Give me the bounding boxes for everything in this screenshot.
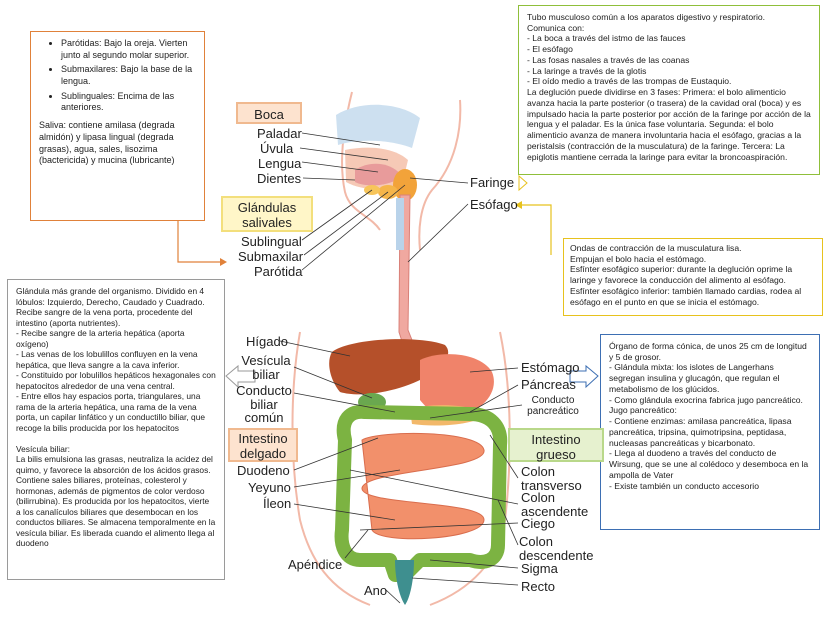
list-item: Sublinguales: Encima de las anteriores. [61, 91, 196, 114]
leader-lines [279, 132, 523, 604]
salivary-glands-info-box: Parótidas: Bajo la oreja. Vierten junto … [30, 31, 205, 221]
label-apendice: Apéndice [288, 557, 343, 572]
liver-info-box: Glándula más grande del organismo. Divid… [7, 279, 225, 580]
label-conducto-biliar: Conducto biliar común [236, 383, 292, 426]
pancreas-arrow [569, 364, 599, 389]
label-submaxilar: Submaxilar [238, 249, 304, 264]
glandulas-header: Glándulas salivales [221, 196, 313, 232]
label-dientes: Dientes [257, 171, 302, 186]
label-ciego: Ciego [521, 516, 555, 531]
liver-text: Glándula más grande del organismo. Divid… [16, 286, 216, 548]
label-estomago: Estómago [521, 360, 580, 375]
salivary-glands-list: Parótidas: Bajo la oreja. Vierten junto … [39, 38, 196, 114]
label-colon-ascendente: Colon ascendente [521, 490, 589, 519]
label-lengua: Lengua [258, 156, 302, 171]
intestino-delgado-header: Intestino delgado [228, 428, 298, 462]
intestino-grueso-header: Intestino grueso [508, 428, 604, 462]
list-item: Parótidas: Bajo la oreja. Vierten junto … [61, 38, 196, 61]
esophagus-connector [522, 204, 552, 255]
trachea [396, 198, 404, 250]
label-duodeno: Duodeno [237, 463, 290, 478]
label-uvula: Úvula [260, 141, 294, 156]
label-vesicula: Vesícula biliar [241, 353, 291, 382]
label-pancreas: Páncreas [521, 377, 576, 392]
label-colon-transverso: Colon transverso [521, 464, 582, 493]
label-paladar: Paladar [257, 126, 302, 141]
rectum-shape [395, 560, 414, 605]
label-esofago: Esófago [470, 197, 518, 212]
label-higado: Hígado [246, 334, 288, 349]
small-intestine [361, 432, 485, 540]
liver-shape [329, 339, 449, 395]
liver-arrow [225, 364, 256, 389]
saliva-text: Saliva: contiene amilasa (degrada almidó… [39, 120, 175, 166]
label-recto: Recto [521, 579, 555, 594]
list-item: Submaxilares: Bajo la base de la lengua. [61, 64, 196, 87]
pharynx-text: Tubo musculoso común a los aparatos dige… [527, 12, 811, 162]
label-yeyuno: Yeyuno [248, 480, 291, 495]
tongue [355, 163, 402, 186]
pancreas-text: Órgano de forma cónica, de unos 25 cm de… [609, 341, 809, 491]
esophagus-text: Ondas de contracción de la musculatura l… [570, 243, 802, 307]
label-ileon: Íleon [263, 496, 292, 511]
stomach-shape [420, 354, 494, 419]
label-faringe: Faringe [470, 175, 515, 190]
label-conducto-pancreatico: Conducto pancreático [527, 395, 579, 417]
label-parotida: Parótida [254, 264, 303, 279]
esophagus-info-box: Ondas de contracción de la musculatura l… [563, 238, 823, 316]
salivary-connector [177, 220, 220, 263]
boca-header: Boca [236, 102, 302, 124]
label-sublingual: Sublingual [241, 234, 302, 249]
label-sigma: Sigma [521, 561, 558, 576]
label-colon-descendente: Colon descendente [519, 534, 594, 563]
pharynx-info-box: Tubo musculoso común a los aparatos dige… [518, 5, 820, 175]
label-ano: Ano [364, 583, 388, 598]
pancreas-info-box: Órgano de forma cónica, de unos 25 cm de… [600, 334, 820, 530]
nasal-cavity [336, 104, 420, 148]
large-intestine [334, 404, 508, 582]
